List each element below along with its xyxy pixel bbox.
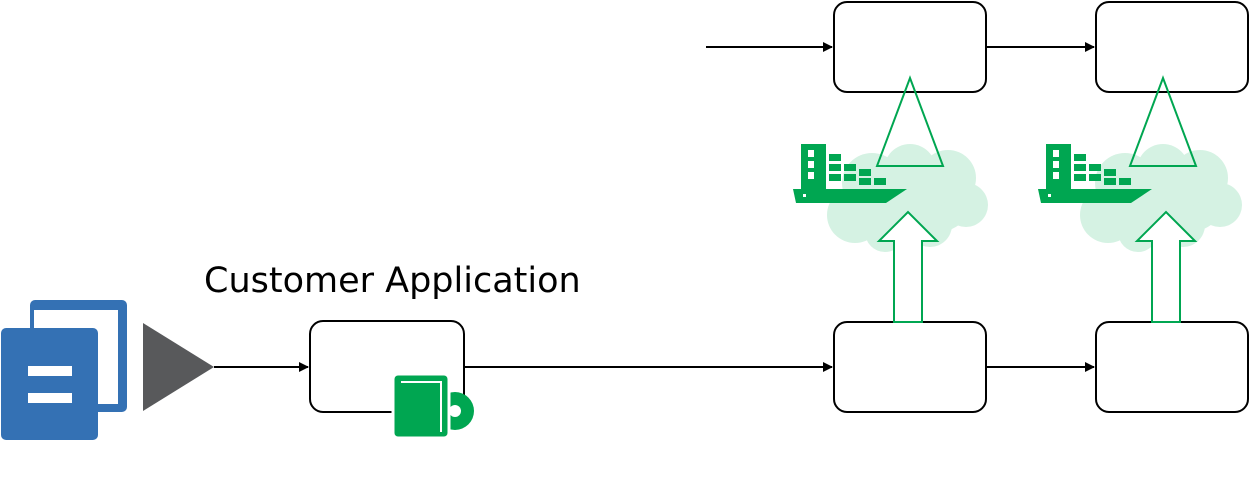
cloud-ship-group-1 — [793, 75, 988, 323]
upload-arrow-icon — [1134, 210, 1198, 323]
uplink-triangle — [1128, 75, 1198, 167]
customer-application-label: Customer Application — [204, 261, 581, 301]
process-node-top-2[interactable] — [1095, 1, 1249, 93]
process-node-top-1[interactable] — [833, 1, 987, 93]
container-ship-icon — [1038, 144, 1152, 203]
upload-arrow-icon — [876, 210, 940, 323]
documents-icon — [1, 300, 127, 440]
book-disc-icon — [391, 372, 474, 440]
container-ship-icon — [793, 144, 907, 203]
start-triangle-icon — [143, 323, 214, 411]
process-node-bottom-2[interactable] — [1095, 321, 1249, 413]
process-node-bottom-1[interactable] — [833, 321, 987, 413]
uplink-triangle — [875, 75, 945, 167]
cloud-ship-group-2 — [1038, 75, 1242, 323]
